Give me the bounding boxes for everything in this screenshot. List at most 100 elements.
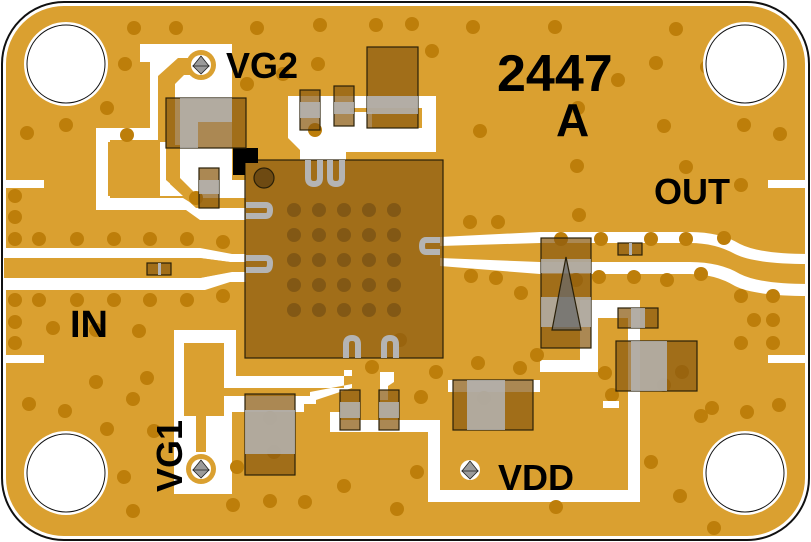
- ground-via: [180, 232, 194, 246]
- ground-via: [473, 124, 487, 138]
- ground-via: [463, 215, 477, 229]
- vg2-bypass-capacitor: [165, 97, 247, 149]
- mmic-thermal-via: [362, 278, 376, 292]
- ground-via: [773, 127, 787, 141]
- ground-via: [572, 208, 586, 222]
- mmic-thermal-via: [337, 303, 351, 317]
- ground-via: [410, 465, 424, 479]
- ground-via: [530, 348, 544, 362]
- ground-via: [425, 44, 439, 58]
- vdd-label: VDD: [498, 457, 574, 498]
- ground-via: [100, 422, 114, 436]
- ground-via: [644, 232, 658, 246]
- mmic-thermal-via: [362, 303, 376, 317]
- ground-via: [669, 22, 683, 36]
- input-dc-block-capacitor: [146, 262, 172, 276]
- vdd-bypass-capacitor: [452, 379, 534, 431]
- ground-via: [514, 286, 528, 300]
- ground-via: [20, 126, 34, 140]
- ground-via: [548, 20, 562, 34]
- ground-via: [59, 118, 73, 132]
- ground-via: [644, 455, 658, 469]
- ground-via: [598, 366, 612, 380]
- ground-via: [705, 401, 719, 415]
- ground-via: [107, 232, 121, 246]
- ground-via: [679, 160, 693, 174]
- vg2-trace: [170, 145, 246, 208]
- ground-via: [717, 231, 731, 245]
- ground-via: [649, 56, 663, 70]
- mmic-thermal-via: [287, 228, 301, 242]
- ground-via: [118, 57, 132, 71]
- mmic-thermal-via: [387, 203, 401, 217]
- mmic-thermal-via: [387, 278, 401, 292]
- mmic-thermal-via: [312, 228, 326, 242]
- ground-via: [464, 269, 478, 283]
- revision-label: A: [556, 94, 589, 146]
- mmic-thermal-via: [362, 203, 376, 217]
- mmic-thermal-via: [337, 203, 351, 217]
- ground-via: [140, 371, 154, 385]
- ground-via: [694, 409, 708, 423]
- bottom-capacitor-1: [339, 389, 361, 431]
- ground-via: [429, 365, 443, 379]
- ground-via: [740, 405, 754, 419]
- mmic-thermal-via: [287, 303, 301, 317]
- mmic-thermal-via: [387, 228, 401, 242]
- vg1-pad[interactable]: [186, 454, 216, 484]
- rf-input-trace: [4, 258, 246, 278]
- ground-via: [405, 17, 419, 31]
- mmic-thermal-via: [362, 253, 376, 267]
- mounting-holes: [24, 22, 787, 515]
- mmic-thermal-via: [337, 278, 351, 292]
- mmic-thermal-vias: [287, 203, 401, 317]
- pin1-marker: [233, 148, 258, 175]
- ground-via: [143, 293, 157, 307]
- ground-via: [766, 289, 780, 303]
- ground-via: [8, 232, 22, 246]
- mmic-thermal-via: [312, 203, 326, 217]
- ground-via: [311, 57, 325, 71]
- vdd-pad[interactable]: [455, 455, 515, 485]
- ground-via: [117, 470, 131, 484]
- vdd-capacitor-large: [615, 340, 698, 392]
- ground-via: [100, 101, 114, 115]
- components: [146, 46, 698, 476]
- ground-via: [489, 271, 503, 285]
- ground-via: [89, 375, 103, 389]
- ground-via: [570, 159, 584, 173]
- output-cpw-gaps: [440, 180, 808, 363]
- vg2-label: VG2: [226, 45, 298, 86]
- part-number-label: 2447: [497, 45, 613, 103]
- ground-via: [337, 479, 351, 493]
- vg1-trace: [184, 343, 352, 452]
- ground-via: [147, 424, 161, 438]
- ground-via: [627, 270, 641, 284]
- ground-via: [679, 232, 693, 246]
- ground-via: [734, 336, 748, 350]
- ground-via: [772, 398, 786, 412]
- ground-via: [32, 232, 46, 246]
- top-capacitor-2: [333, 85, 355, 127]
- mmic-thermal-via: [337, 253, 351, 267]
- ground-via: [8, 293, 22, 307]
- ground-via: [143, 232, 157, 246]
- ground-via: [369, 18, 383, 32]
- ground-via: [766, 336, 780, 350]
- out-label: OUT: [654, 171, 730, 212]
- vg2-pad[interactable]: [186, 50, 216, 80]
- ground-via: [107, 293, 121, 307]
- ground-via: [180, 293, 194, 307]
- ground-via: [58, 404, 72, 418]
- ground-via: [276, 67, 290, 81]
- mmic-thermal-via: [287, 278, 301, 292]
- mmic-thermal-via: [287, 203, 301, 217]
- pin1-dot: [253, 167, 275, 189]
- ground-via: [89, 323, 103, 337]
- ground-via: [46, 321, 60, 335]
- ground-via: [126, 392, 140, 406]
- output-bias-inductor: [540, 237, 592, 349]
- bond-wires: [246, 160, 440, 358]
- ground-via: [216, 235, 230, 249]
- ground-via: [571, 101, 585, 115]
